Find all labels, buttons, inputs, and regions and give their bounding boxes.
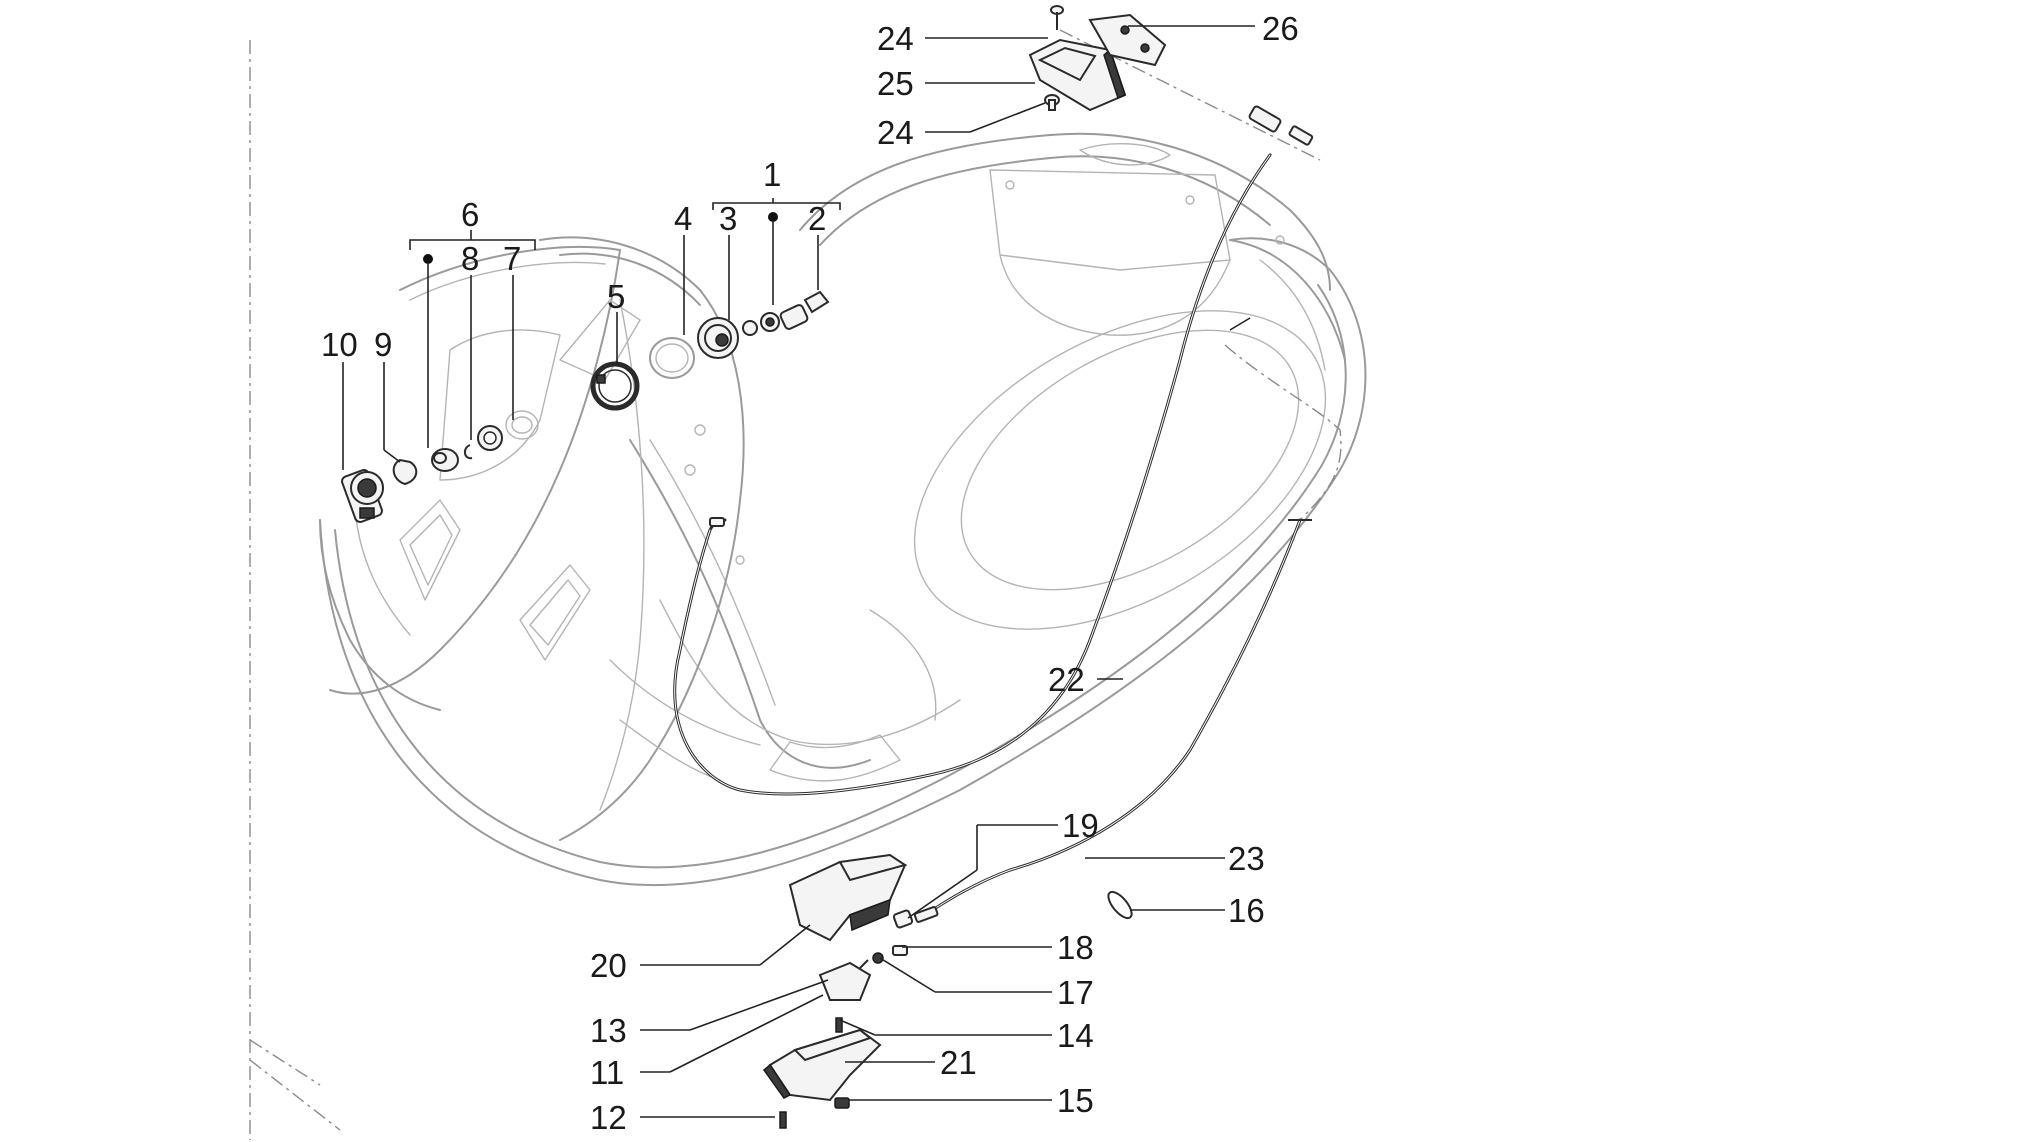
callout-17: 17 xyxy=(1057,974,1094,1011)
callout-22: 22 xyxy=(1048,661,1085,698)
callout-18: 18 xyxy=(1057,929,1094,966)
callout-2: 2 xyxy=(808,200,826,237)
lower-latch-parts xyxy=(762,853,1133,1129)
callout-19: 19 xyxy=(1062,807,1099,844)
cable-23 xyxy=(913,518,1312,923)
part-26-hinge xyxy=(1088,13,1167,67)
callout-16: 16 xyxy=(1228,892,1265,929)
part-25-bracket xyxy=(1028,38,1127,112)
hinge-parts xyxy=(1028,5,1167,112)
part-8-pin xyxy=(431,448,459,472)
callout-14: 14 xyxy=(1057,1017,1094,1054)
callout-15: 15 xyxy=(1057,1082,1094,1119)
callout-25: 25 xyxy=(877,65,914,102)
cable-22 xyxy=(673,105,1314,796)
callout-9: 9 xyxy=(374,326,392,363)
callout-8: 8 xyxy=(461,240,479,277)
callout-11: 11 xyxy=(590,1054,624,1091)
ignition-parts xyxy=(590,290,830,411)
axis-lines xyxy=(249,29,1342,1140)
callout-20: 20 xyxy=(590,947,627,984)
callout-23: 23 xyxy=(1228,840,1265,877)
callout-6: 6 xyxy=(461,196,479,233)
scooter-body-outline xyxy=(319,132,1367,887)
callout-7: 7 xyxy=(503,240,521,277)
callout-24-top: 24 xyxy=(877,20,914,57)
lock-assembly-parts xyxy=(341,410,539,523)
callout-21: 21 xyxy=(940,1044,977,1081)
part-13-latch xyxy=(818,959,872,1001)
callout-4: 4 xyxy=(674,200,692,237)
callout-labels: 24 25 24 26 1 2 3 4 5 6 7 8 9 10 22 19 2… xyxy=(321,10,1299,1136)
part-10-lock-barrel xyxy=(341,469,384,523)
callout-3: 3 xyxy=(719,200,737,237)
callout-5: 5 xyxy=(607,278,625,315)
callout-1: 1 xyxy=(763,156,781,193)
part-5-ring xyxy=(590,361,640,411)
part-2-key xyxy=(779,290,830,330)
callout-10: 10 xyxy=(321,326,358,363)
callout-13: 13 xyxy=(590,1012,627,1049)
leader-lines xyxy=(342,25,1255,1118)
part-7-ring xyxy=(477,425,503,451)
part-24-bottom-screw xyxy=(1044,94,1060,111)
part-3-switch xyxy=(697,317,739,359)
part-24-top-screw xyxy=(1050,5,1064,30)
callout-12: 12 xyxy=(590,1099,627,1136)
part-20-cover xyxy=(788,853,908,942)
callout-26: 26 xyxy=(1262,10,1299,47)
callout-24-bottom: 24 xyxy=(877,114,914,151)
part-21-bracket xyxy=(762,1028,882,1102)
